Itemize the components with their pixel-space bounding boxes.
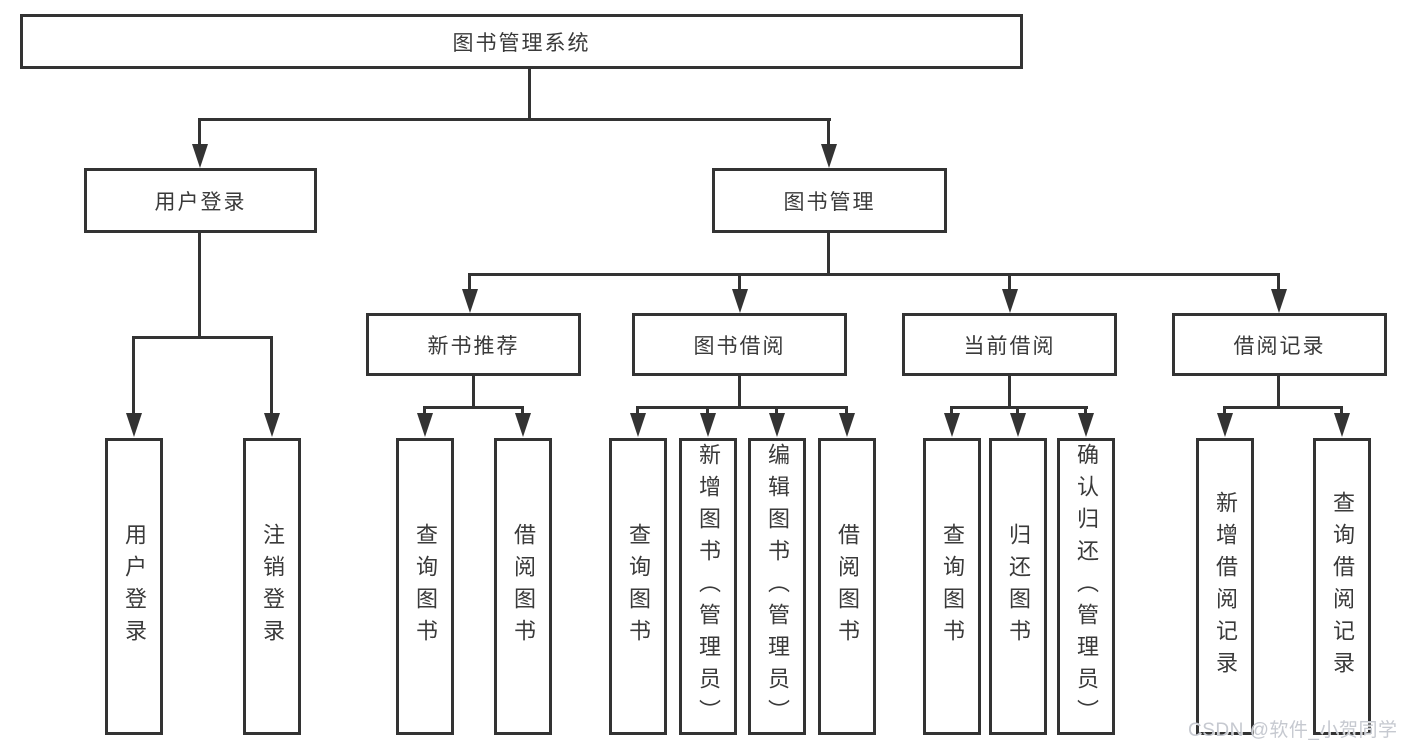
connector-records-stem [1277,376,1280,408]
leaf-query-books-borrowing: 查询图书 [609,438,667,735]
connector-to-book-management [827,118,830,148]
leaf-edit-books-admin: 编辑图书（管理员） [748,438,806,735]
node-library-management-system: 图书管理系统 [20,14,1023,69]
connector-borrowing-split [636,406,847,409]
node-current-borrowing: 当前借阅 [902,313,1117,376]
connector-root-split [198,118,831,121]
connector-leaf-stem [423,406,426,416]
arrowhead-down-icon [1271,289,1287,313]
leaf-user-login: 用户登录 [105,438,163,735]
connector-leaf-stem [950,406,953,416]
node-borrowing-records: 借阅记录 [1172,313,1387,376]
connector-to-book-borrowing [738,273,741,293]
arrowhead-down-icon [1334,413,1350,437]
arrowhead-down-icon [700,413,716,437]
arrowhead-down-icon [1078,413,1094,437]
connector-leaf-stem [1340,406,1343,416]
connector-current-split [950,406,1088,409]
leaf-query-books-recommend: 查询图书 [396,438,454,735]
arrowhead-down-icon [630,413,646,437]
connector-current-stem [1008,376,1011,408]
connector-leaf-stem [1223,406,1226,416]
connector-leaf-stem [775,406,778,416]
connector-leaf-stem [636,406,639,416]
leaf-return-books: 归还图书 [989,438,1047,735]
connector-user-login-stem [198,233,201,336]
connector-to-new-book-recommendation [468,273,471,293]
connector-leaf-stem [845,406,848,416]
node-book-borrowing: 图书借阅 [632,313,847,376]
connector-to-user-login [198,118,201,148]
connector-leaf-stem [1084,406,1087,416]
node-new-book-recommendation: 新书推荐 [366,313,581,376]
connector-user-login-split [132,336,273,339]
leaf-borrow-books-recommend: 借阅图书 [494,438,552,735]
leaf-add-books-admin: 新增图书（管理员） [679,438,737,735]
arrowhead-down-icon [417,413,433,437]
node-user-login: 用户登录 [84,168,317,233]
connector-leaf-stem [1016,406,1019,416]
arrowhead-down-icon [821,144,837,168]
arrowhead-down-icon [192,144,208,168]
watermark: CSDN @软件_小贺同学 [1188,720,1398,741]
connector-book-management-stem [827,233,830,273]
connector-to-borrowing-records [1277,273,1280,293]
arrowhead-down-icon [1217,413,1233,437]
connector-leaf-stem [521,406,524,416]
leaf-confirm-return-admin: 确认归还（管理员） [1057,438,1115,735]
leaf-query-borrow-record: 查询借阅记录 [1313,438,1371,735]
node-book-management: 图书管理 [712,168,947,233]
arrowhead-down-icon [515,413,531,437]
arrowhead-down-icon [1010,413,1026,437]
arrowhead-down-icon [944,413,960,437]
connector-book-management-split [470,273,1280,276]
leaf-borrow-books-borrowing: 借阅图书 [818,438,876,735]
connector-records-split [1223,406,1342,409]
arrowhead-down-icon [732,289,748,313]
connector-recommend-stem [472,376,475,408]
connector-recommend-split [423,406,523,409]
leaf-logout-login: 注销登录 [243,438,301,735]
connector-borrowing-stem [738,376,741,408]
arrowhead-down-icon [1002,289,1018,313]
connector-to-leaf-user-login [132,336,135,416]
arrowhead-down-icon [769,413,785,437]
connector-to-leaf-logout [270,336,273,416]
arrowhead-down-icon [839,413,855,437]
leaf-add-borrow-record: 新增借阅记录 [1196,438,1254,735]
connector-root-stem [528,69,531,118]
arrowhead-down-icon [126,413,142,437]
arrowhead-down-icon [264,413,280,437]
arrowhead-down-icon [462,289,478,313]
connector-leaf-stem [706,406,709,416]
connector-to-current-borrowing [1008,273,1011,293]
leaf-query-books-current: 查询图书 [923,438,981,735]
